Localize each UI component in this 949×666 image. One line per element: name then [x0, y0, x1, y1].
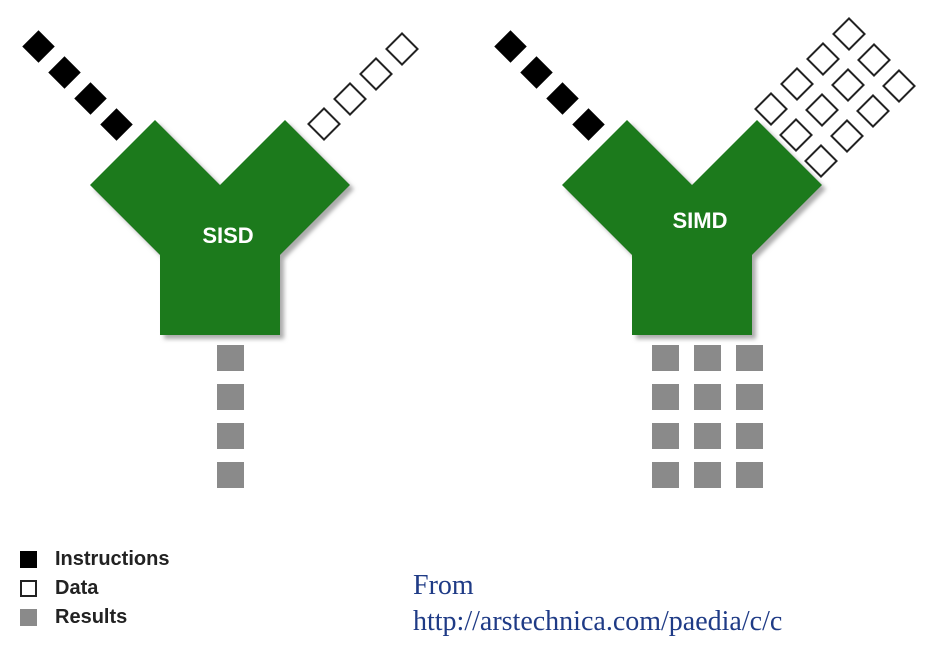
data-block: [832, 17, 866, 51]
data-block: [805, 93, 839, 127]
sisd-results: [217, 345, 244, 488]
data-block: [857, 43, 891, 77]
instruction-block: [546, 82, 579, 115]
result-block: [652, 384, 679, 410]
result-block: [652, 462, 679, 488]
sisd-instruction-stream: [22, 30, 133, 141]
data-block: [856, 94, 890, 128]
source-url[interactable]: http://arstechnica.com/paedia/c/c: [413, 606, 783, 637]
legend-item-instructions: Instructions: [20, 545, 169, 574]
result-block: [217, 462, 244, 488]
result-block: [652, 423, 679, 449]
instruction-block: [100, 108, 133, 141]
result-block: [694, 384, 721, 410]
result-block: [736, 384, 763, 410]
sisd-data-stream: [307, 32, 419, 141]
sisd-processor: [90, 120, 350, 335]
result-block: [217, 423, 244, 449]
legend-item-results: Results: [20, 603, 169, 632]
simd-unit: SIMD: [494, 17, 916, 488]
data-block: [830, 119, 864, 153]
result-block: [736, 345, 763, 371]
instruction-block: [572, 108, 605, 141]
data-block: [804, 144, 838, 178]
instruction-block: [494, 30, 527, 63]
source-citation: From http://arstechnica.com/paedia/c/c: [413, 568, 782, 640]
data-block: [385, 32, 419, 66]
legend-label-results: Results: [55, 606, 128, 628]
data-block: [359, 57, 393, 91]
data-block: [831, 68, 865, 102]
simd-data-stream: [754, 17, 916, 178]
data-block: [307, 107, 341, 141]
simd-processor: [562, 120, 822, 335]
legend-label-data: Data: [55, 577, 99, 599]
legend-item-data: Data: [20, 574, 169, 603]
result-block: [217, 384, 244, 410]
source-prefix: From: [413, 570, 474, 601]
simd-results: [652, 345, 763, 488]
legend-label-instructions: Instructions: [55, 548, 170, 570]
result-block: [652, 345, 679, 371]
data-swatch-icon: [20, 580, 37, 597]
sisd-unit: SISD: [22, 30, 419, 488]
results-swatch-icon: [20, 609, 37, 626]
data-block: [806, 42, 840, 76]
data-block: [780, 67, 814, 101]
legend: Instructions Data Results: [20, 545, 169, 632]
instruction-block: [74, 82, 107, 115]
result-block: [217, 345, 244, 371]
data-block: [333, 82, 367, 116]
sisd-label: SISD: [202, 223, 253, 248]
result-block: [694, 423, 721, 449]
result-block: [694, 345, 721, 371]
simd-label: SIMD: [673, 208, 728, 233]
result-block: [736, 462, 763, 488]
simd-instruction-stream: [494, 30, 605, 141]
data-block: [882, 69, 916, 103]
data-block: [779, 118, 813, 152]
instructions-swatch-icon: [20, 551, 37, 568]
instruction-block: [48, 56, 81, 89]
data-block: [754, 92, 788, 126]
result-block: [736, 423, 763, 449]
result-block: [694, 462, 721, 488]
instruction-block: [520, 56, 553, 89]
instruction-block: [22, 30, 55, 63]
